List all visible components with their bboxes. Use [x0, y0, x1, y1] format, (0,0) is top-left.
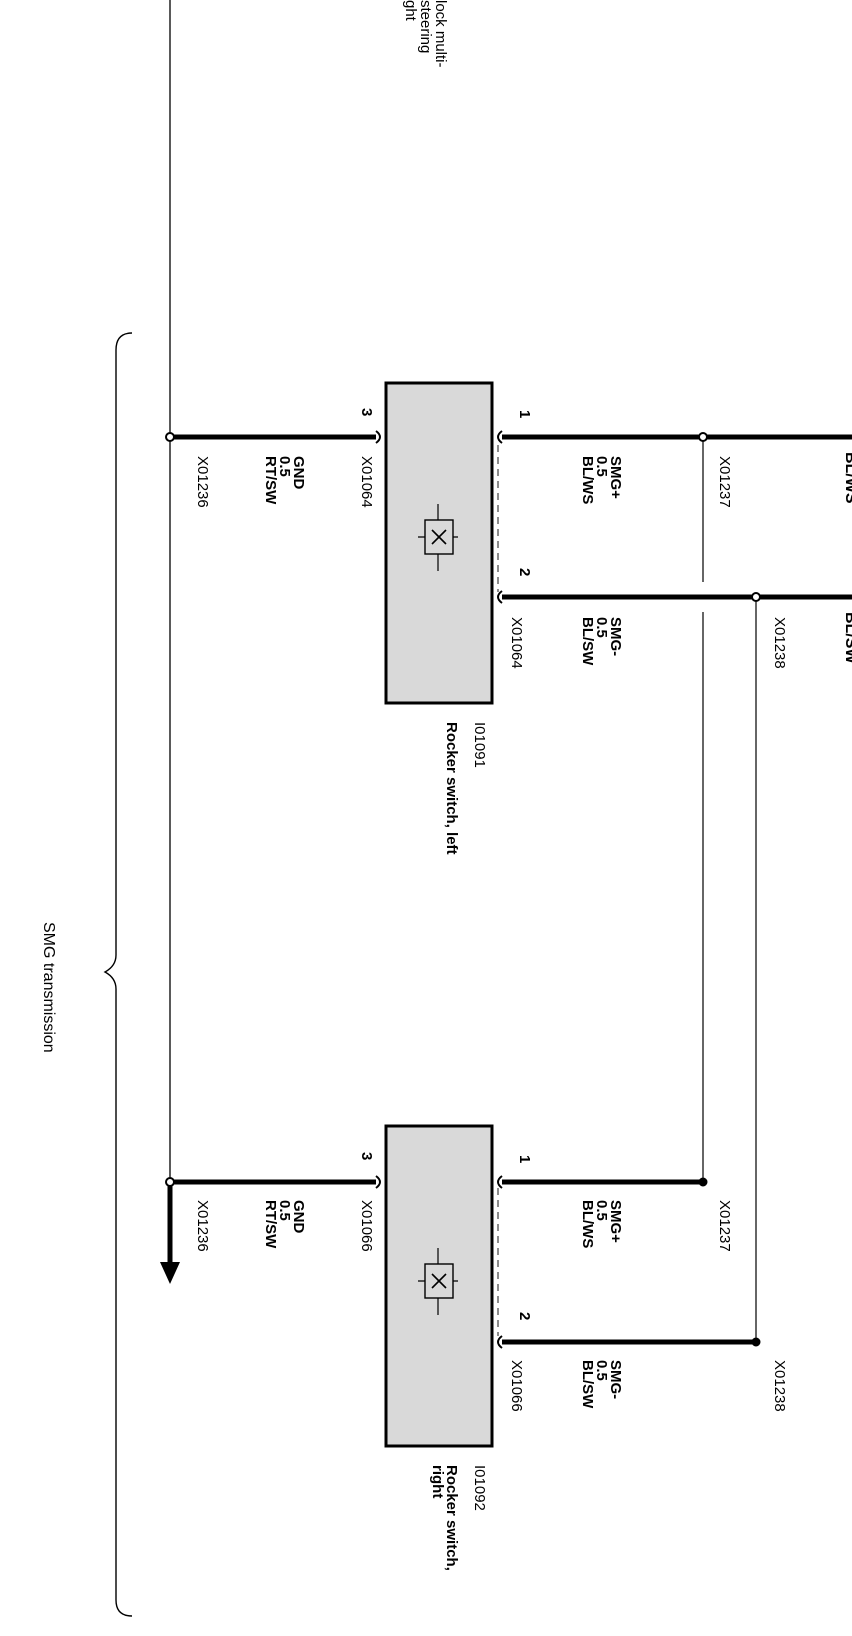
pin-number-3-left: 3	[358, 408, 375, 416]
wire-label-smg-minus-right: SMG- 0.5 BL/SW	[579, 1360, 624, 1409]
wire-label-gnd-right: GND 0.5 RT/SW	[262, 1200, 307, 1249]
wire-label-smg-minus-left: SMG- 0.5 BL/SW	[579, 617, 624, 666]
switch-symbol-icon	[418, 504, 458, 571]
svg-text:BL/WS: BL/WS	[579, 1200, 596, 1248]
component-name-right-line2: right	[429, 1465, 446, 1498]
pin1-terminal-left	[497, 430, 503, 444]
group-label-text: SMG transmission	[40, 922, 57, 1053]
svg-text:GND: GND	[290, 1200, 307, 1234]
splice-minus-dot-right	[751, 1337, 761, 1347]
splice-plus-dot-right	[698, 1177, 708, 1187]
component-label-left: I01091 Rocker switch, left	[443, 722, 488, 855]
switch-symbol-icon	[418, 1248, 458, 1315]
svg-text:GND: GND	[290, 456, 307, 490]
pin-number-1-right: 1	[516, 1155, 533, 1163]
wire-label-smg-plus-right: SMG+ 0.5 BL/WS	[579, 1200, 624, 1248]
svg-text:BL/SW: BL/SW	[842, 612, 852, 664]
pin-number-2-right: 2	[516, 1312, 533, 1320]
component-label-right: I01092 Rocker switch, right	[429, 1465, 488, 1571]
component-rocker-switch-right: 1 2 3 SMG+ 0.5 BL/WS X01237 SMG- 0.5 BL/…	[165, 1124, 788, 1571]
svg-text:SMG+: SMG+	[607, 456, 624, 499]
connector-label-pin3-right: X01066	[358, 1200, 375, 1252]
ground-dot-left	[165, 432, 175, 442]
splice-label-ground-left: X01236	[194, 456, 211, 508]
wire-label-smg-plus-left: SMG+ 0.5 BL/WS	[579, 456, 624, 504]
cut-wire-lower-label: BL/SW	[842, 612, 852, 664]
svg-text:SMG+: SMG+	[607, 1200, 624, 1243]
svg-text:BL/WS: BL/WS	[579, 456, 596, 504]
svg-text:RT/SW: RT/SW	[262, 456, 279, 505]
pin-number-2-left: 2	[516, 568, 533, 576]
group-label: SMG transmission	[40, 922, 57, 1053]
top-label-line1: lock multi-	[432, 0, 449, 68]
component-id-right: I01092	[471, 1465, 488, 1511]
splice-label-minus-right: X01238	[771, 1360, 788, 1412]
svg-text:BL/WS: BL/WS	[842, 452, 852, 504]
pin-number-1-left: 1	[516, 410, 533, 418]
svg-text:0.5: 0.5	[593, 617, 610, 638]
pin3-terminal-right	[375, 1175, 381, 1189]
svg-text:0.5: 0.5	[276, 1200, 293, 1221]
connector-label-pin2-left: X01064	[508, 617, 525, 669]
pin2-terminal-right	[497, 1335, 503, 1349]
svg-text:0.5: 0.5	[276, 456, 293, 477]
svg-text:SMG-: SMG-	[607, 1360, 624, 1399]
ground-dot-right	[165, 1177, 175, 1187]
top-label-line3: ght	[402, 0, 419, 22]
svg-text:0.5: 0.5	[593, 456, 610, 477]
component-name-right-line1: Rocker switch,	[443, 1465, 460, 1571]
svg-text:0.5: 0.5	[593, 1200, 610, 1221]
pin3-terminal-left	[375, 430, 381, 444]
ground-arrow-head	[160, 1262, 180, 1284]
top-label-line2: steering	[417, 0, 434, 53]
group-brace	[103, 332, 133, 1617]
cut-wire-upper-label: BL/WS	[842, 452, 852, 504]
component-name-left: Rocker switch, left	[443, 722, 460, 855]
wire-label-gnd-left: GND 0.5 RT/SW	[262, 456, 307, 505]
svg-text:BL/SW: BL/SW	[579, 617, 596, 666]
svg-text:RT/SW: RT/SW	[262, 1200, 279, 1249]
component-id-left: I01091	[471, 722, 488, 768]
svg-text:SMG-: SMG-	[607, 617, 624, 656]
splice-minus-dot-left	[751, 592, 761, 602]
svg-text:BL/SW: BL/SW	[579, 1360, 596, 1409]
pin-number-3-right: 3	[358, 1152, 375, 1160]
pin1-terminal-right	[497, 1175, 503, 1189]
splice-label-plus-right: X01237	[716, 1200, 733, 1252]
top-label: lock multi- steering ght	[402, 0, 449, 68]
component-rocker-switch-left: 1 2 3 SMG+ 0.5 BL/WS X01237 SMG- 0.5 BL/…	[165, 381, 788, 855]
splice-label-minus-left: X01238	[771, 617, 788, 669]
pin2-terminal-left	[497, 590, 503, 604]
connector-label-pin3-left: X01064	[358, 456, 375, 508]
svg-text:0.5: 0.5	[593, 1360, 610, 1381]
splice-label-ground-right: X01236	[194, 1200, 211, 1252]
splice-plus-dot-left	[698, 432, 708, 442]
splice-label-plus-left: X01237	[716, 456, 733, 508]
rocker-switch-right-body	[384, 1124, 494, 1448]
connector-label-pin2-right: X01066	[508, 1360, 525, 1412]
